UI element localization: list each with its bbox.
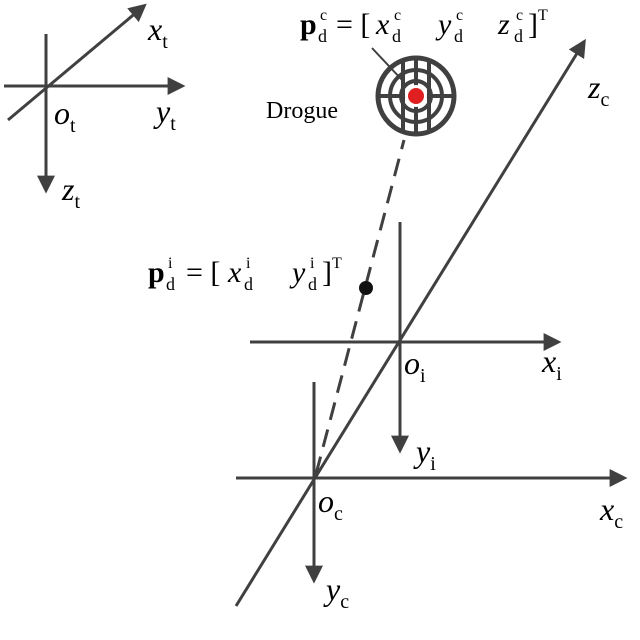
camera-x-label: xc: [599, 491, 623, 533]
camera-point-equation: p c d = [ x c d y c d z c d ] T: [300, 0, 548, 49]
target-y-label: yt: [153, 93, 176, 135]
target-frame: xt yt zt ot: [4, 3, 186, 213]
image-x-label: xi: [541, 343, 562, 385]
target-origin-label: ot: [54, 95, 76, 137]
camera-z-label: zc: [587, 69, 609, 111]
image-y-label: yi: [413, 433, 436, 475]
image-origin-label: oi: [404, 345, 426, 387]
camera-frame: zc xc yc oc: [234, 38, 628, 613]
drogue-label: Drogue: [266, 98, 338, 124]
camera-y-label: yc: [323, 571, 349, 613]
drogue-center-icon: [408, 88, 424, 104]
image-frame: xi yi oi: [250, 222, 562, 475]
target-z-label: zt: [61, 171, 80, 213]
image-point-marker: [359, 281, 373, 295]
camera-z-axis: [234, 38, 586, 607]
drogue-icon: [375, 55, 457, 137]
camera-origin-label: oc: [318, 483, 343, 525]
image-point-equation: p i d = [ x i d y i d ] T: [148, 242, 342, 297]
drogue-leader-line: [371, 47, 403, 81]
projection-ray: [314, 139, 406, 475]
target-x-label: xt: [147, 11, 168, 53]
target-x-axis: [7, 3, 147, 122]
